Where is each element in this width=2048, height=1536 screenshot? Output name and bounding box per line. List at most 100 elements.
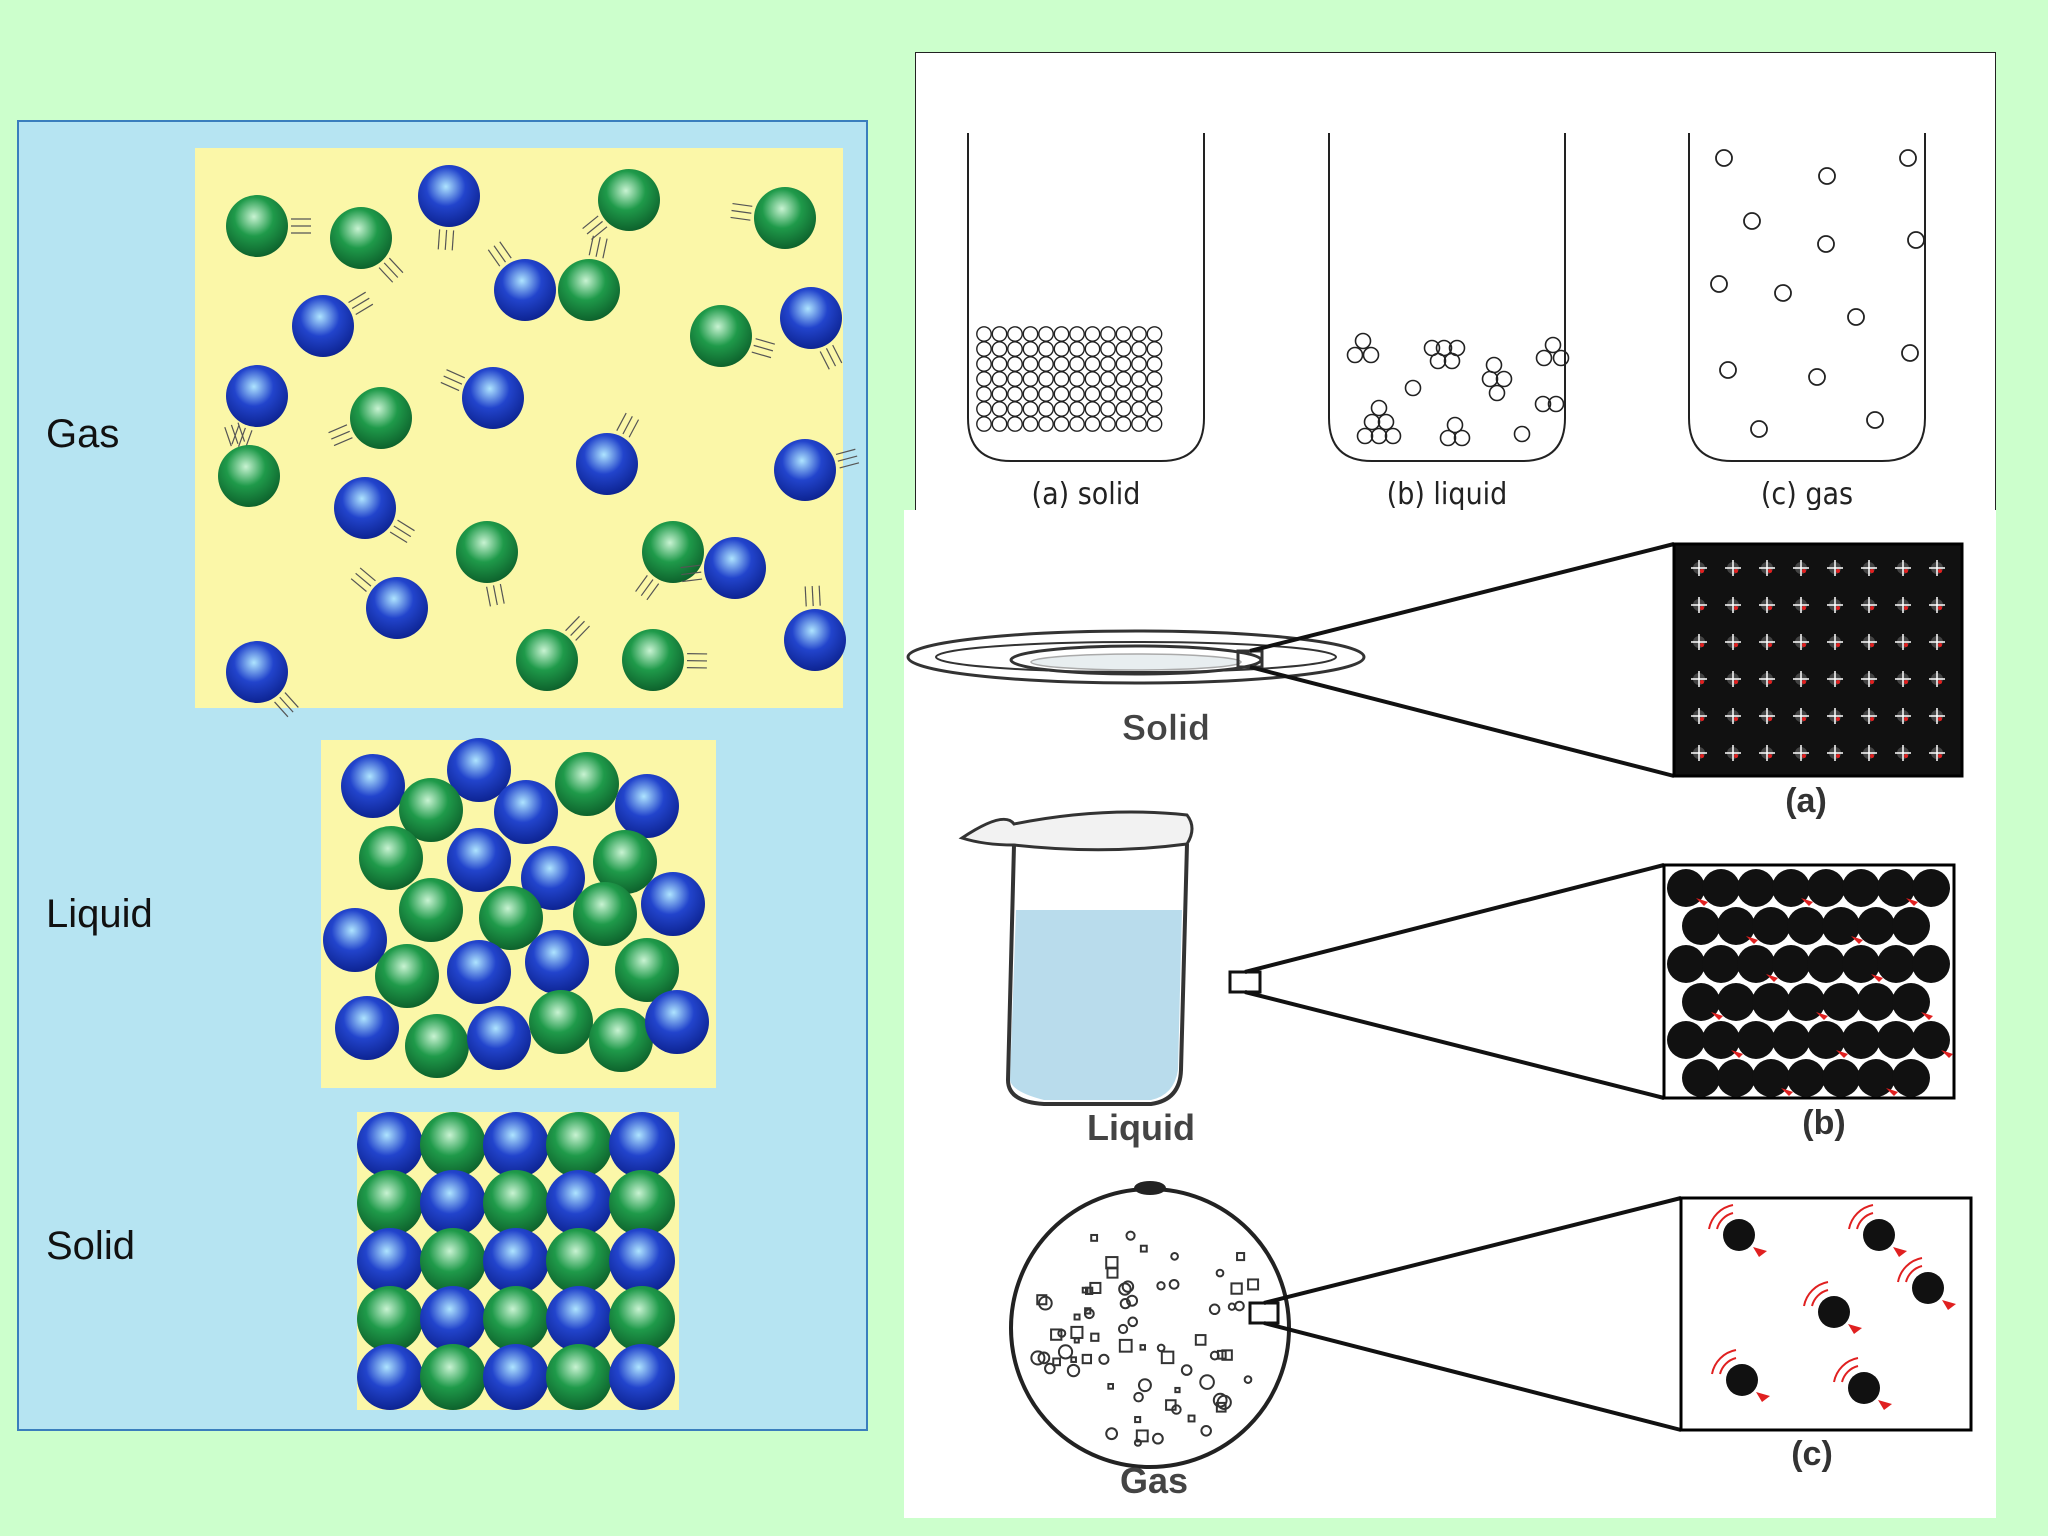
zoom-solid-vibration — [1793, 560, 1809, 576]
zoom-liquid-particle — [1807, 869, 1845, 907]
gas-motion-line — [586, 220, 603, 235]
zoom-gas-arrow — [1942, 1300, 1956, 1310]
zoom-solid-vibration — [1793, 708, 1809, 724]
solid-sphere — [357, 1112, 423, 1178]
gas-motion-line — [389, 531, 408, 544]
flask-gas-particle — [1160, 1350, 1175, 1365]
liquid-beaker — [958, 810, 1665, 1106]
flask-gas-particle — [1215, 1268, 1225, 1278]
gas-sphere — [456, 521, 518, 583]
flask-gas-particle — [1073, 1313, 1081, 1321]
zoom-liquid-particle — [1822, 983, 1860, 1021]
beaker-liquid-particle — [1377, 413, 1395, 431]
zoom-liquid-particle — [1842, 945, 1880, 983]
zoom-solid-vibration — [1938, 569, 1942, 573]
beaker-gas-particle — [1907, 231, 1925, 249]
liquid-sphere — [593, 830, 657, 894]
beaker-solid-particle — [1053, 326, 1070, 342]
zoom-solid-vibration — [1895, 634, 1911, 650]
gas-motion-line — [486, 586, 492, 607]
zoom-solid-vibration — [1725, 597, 1741, 613]
zoom-solid-vibration — [1691, 671, 1707, 687]
liquid-sphere — [521, 846, 585, 910]
beaker-solid-particle — [976, 326, 992, 342]
magnified-states-diagram: Solid (a) Liquid (b) Gas (c — [904, 510, 1996, 1518]
flask-gas-particle — [1152, 1432, 1164, 1445]
flask-gas-particle — [1066, 1363, 1081, 1378]
beaker-liquid-particle — [1481, 370, 1499, 388]
zoom-solid-vibration — [1802, 643, 1806, 647]
flask-gas-particle — [1180, 1364, 1193, 1376]
zoom-liquid-particle — [1892, 983, 1930, 1021]
beaker-liquid-particle — [1370, 399, 1388, 417]
beaker-liquid-particle — [1544, 336, 1562, 354]
zoom-solid-vibration — [1870, 606, 1874, 610]
zoom-liquid-particle — [1822, 907, 1860, 945]
zoom-solid-vibration — [1793, 745, 1809, 761]
zoom-solid-vibration — [1870, 643, 1874, 647]
gas-motion-line — [397, 519, 415, 532]
zoom-solid-vibration — [1725, 671, 1741, 687]
beaker-solid-particle — [976, 386, 992, 402]
zoom-label-c: (c) — [1791, 1435, 1833, 1473]
beaker-solid-particle — [1146, 416, 1163, 432]
zoom-liquid-particle — [1892, 907, 1930, 945]
beaker-solid-particle — [1038, 401, 1054, 417]
flask-gas-particle — [1215, 1401, 1227, 1413]
zoom-solid-vibration — [1904, 643, 1908, 647]
gas-sphere — [366, 577, 428, 639]
zoom-liquid-particle — [1857, 907, 1895, 945]
solid-sphere — [483, 1228, 549, 1294]
gas-motion-line — [224, 427, 232, 447]
beaker-solid-particle — [991, 341, 1008, 357]
beaker-solid-particle — [991, 356, 1008, 372]
zoom-liquid-arrow — [1731, 1050, 1743, 1058]
zoom-solid-vibration — [1870, 717, 1874, 721]
zoom-gas-motion — [1708, 1204, 1734, 1230]
zoom-liquid-particle — [1752, 1059, 1790, 1097]
gas-motion-line — [732, 202, 753, 207]
beaker-solid-particle — [1069, 356, 1085, 372]
gas-motion-line — [279, 696, 294, 713]
beaker-solid-particle — [1131, 356, 1147, 372]
flask-gas-particle — [1105, 1427, 1119, 1441]
gas-motion-line — [355, 572, 372, 587]
beaker-solid-particle — [991, 416, 1008, 432]
zoom-liquid-arrow — [1851, 936, 1863, 944]
gas-motion-line — [628, 419, 640, 438]
zoom-liquid-particle — [1842, 1021, 1880, 1059]
zoom-gas-motion — [1711, 1349, 1737, 1375]
flask-gas-particle — [1134, 1416, 1142, 1424]
gas-motion-line — [499, 241, 512, 259]
gas-label: Gas — [46, 412, 120, 456]
beaker-gas-particle — [1743, 212, 1761, 230]
gas-motion-line — [602, 238, 608, 259]
zoom-solid-vibration — [1691, 597, 1707, 613]
zoom-liquid-arrow — [1941, 1050, 1953, 1058]
beaker-solid-particle — [1069, 341, 1085, 357]
gas-motion-line — [835, 448, 856, 456]
gas-sphere — [226, 365, 288, 427]
zoom-solid-vibration — [1725, 745, 1741, 761]
magnified-drawing: Solid (a) Liquid (b) Gas (c — [906, 542, 1973, 1501]
gas-motion-line — [751, 351, 772, 359]
zoom-liquid-arrow — [1886, 1088, 1898, 1096]
zoom-gas-particle — [1848, 1372, 1880, 1404]
flask-gas-particle — [1050, 1328, 1063, 1341]
flask-gas-particle — [1119, 1298, 1131, 1310]
beaker-drawing: (a) solid (b) liquid (c) gas — [967, 133, 1926, 512]
gas-motion-line — [825, 348, 837, 367]
zoom-gas-particle — [1818, 1296, 1850, 1328]
zoom-solid-vibration — [1768, 754, 1772, 758]
flask-gas-particle — [1135, 1429, 1149, 1443]
zoom-solid-vibration — [1725, 708, 1741, 724]
beaker-solid-particle — [1069, 371, 1085, 387]
beaker-gas-particle — [1808, 368, 1826, 386]
zoom-gas-motion — [1848, 1204, 1874, 1230]
beaker-solid-particle — [1131, 371, 1147, 387]
zoom-solid-vibration — [1768, 680, 1772, 684]
flask-gas-particle — [1089, 1281, 1102, 1294]
zoom-liquid-arrow — [1696, 898, 1708, 906]
beaker-liquid-particle — [1362, 346, 1380, 364]
beaker-gas-particle — [1715, 149, 1733, 167]
